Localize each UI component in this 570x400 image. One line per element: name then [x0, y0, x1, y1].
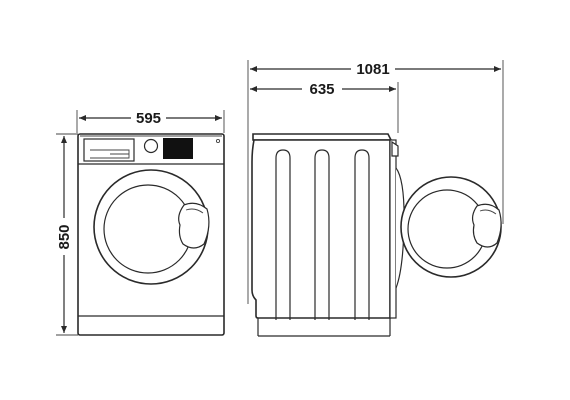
open-door — [400, 176, 502, 278]
door-handle-detail — [185, 208, 204, 214]
drawer-outline — [83, 138, 135, 162]
height-dimension: 850 — [56, 133, 78, 336]
width-label: 595 — [136, 110, 161, 127]
open-door-handle — [471, 203, 502, 248]
door-handle — [178, 202, 210, 249]
side-front-frame — [389, 139, 397, 319]
door-open-depth-dimension: 1081 — [247, 60, 504, 304]
rib-3 — [354, 149, 370, 320]
side-view: 1081 635 — [247, 60, 504, 337]
width-dimension: 595 — [76, 110, 225, 133]
power-indicator-icon — [215, 138, 221, 144]
rib-2 — [314, 149, 330, 320]
control-display — [163, 138, 193, 159]
detergent-drawer — [83, 138, 135, 162]
door-open-depth-label: 1081 — [356, 61, 389, 78]
side-top-lid — [252, 133, 393, 141]
side-ribs — [275, 149, 370, 320]
side-depth-dimension: 635 — [250, 81, 399, 133]
height-label: 850 — [56, 224, 73, 249]
side-depth-label: 635 — [309, 81, 334, 98]
open-door-handle-detail — [479, 209, 497, 215]
front-door — [93, 169, 210, 285]
program-knob-icon — [143, 138, 159, 154]
drawer-protrusion — [391, 140, 399, 157]
rib-1 — [275, 149, 291, 320]
front-view: 595 850 — [56, 110, 225, 336]
